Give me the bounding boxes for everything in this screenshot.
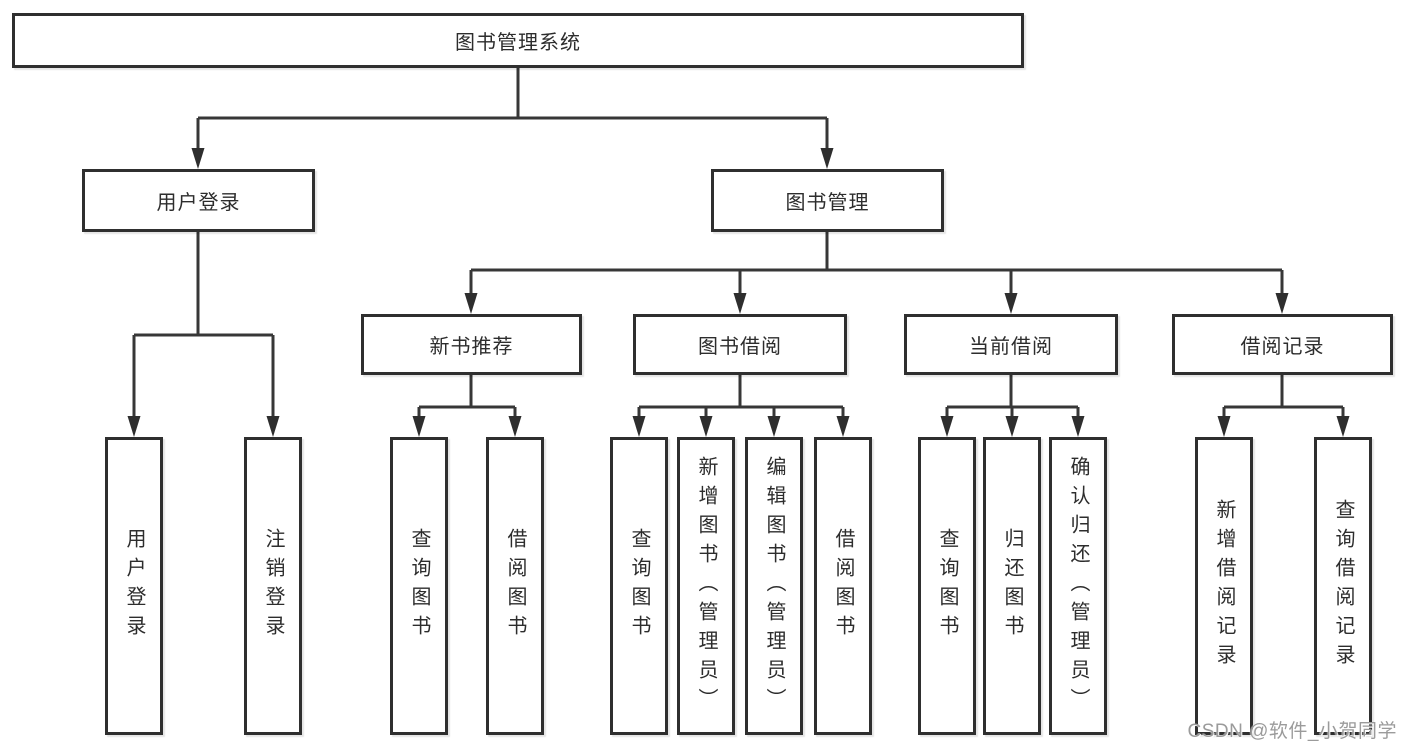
leaf-logout: 注销登录	[244, 437, 302, 735]
leaf-user-login-label: 用户登录	[123, 528, 145, 644]
leaf-query-books-borrow-label: 查询图书	[628, 528, 650, 644]
leaf-edit-books-admin-label: 编辑图书（管理员）	[763, 455, 785, 717]
leaf-return-books-label: 归还图书	[1001, 528, 1023, 644]
leaf-add-borrow-record: 新增借阅记录	[1195, 437, 1253, 735]
node-new-book-recommend: 新书推荐	[361, 314, 582, 375]
leaf-query-books-current: 查询图书	[918, 437, 976, 735]
node-book-borrow: 图书借阅	[633, 314, 847, 375]
leaf-borrow-books-recommend: 借阅图书	[486, 437, 544, 735]
node-new-book-recommend-label: 新书推荐	[429, 336, 514, 358]
leaf-borrow-books: 借阅图书	[814, 437, 872, 735]
leaf-query-books-recommend-label: 查询图书	[408, 528, 430, 644]
leaf-add-books-admin: 新增图书（管理员）	[677, 437, 735, 735]
leaf-query-borrow-record-label: 查询借阅记录	[1332, 499, 1354, 673]
leaf-logout-label: 注销登录	[262, 528, 284, 644]
csdn-watermark: CSDN @软件_小贺同学	[1187, 721, 1397, 742]
leaf-add-books-admin-label: 新增图书（管理员）	[695, 455, 717, 717]
leaf-query-books-recommend: 查询图书	[390, 437, 448, 735]
node-book-borrow-label: 图书借阅	[698, 336, 782, 358]
node-borrow-records: 借阅记录	[1172, 314, 1393, 375]
node-user-login-label: 用户登录	[156, 192, 241, 214]
leaf-user-login: 用户登录	[105, 437, 163, 735]
node-root-label: 图书管理系统	[455, 32, 581, 54]
leaf-borrow-books-recommend-label: 借阅图书	[504, 528, 526, 644]
node-current-borrow: 当前借阅	[904, 314, 1118, 375]
leaf-borrow-books-label: 借阅图书	[832, 528, 854, 644]
leaf-confirm-return-admin: 确认归还（管理员）	[1049, 437, 1107, 735]
leaf-return-books: 归还图书	[983, 437, 1041, 735]
node-user-login: 用户登录	[82, 169, 315, 232]
leaf-add-borrow-record-label: 新增借阅记录	[1213, 499, 1235, 673]
leaf-query-borrow-record: 查询借阅记录	[1314, 437, 1372, 735]
node-root-library-system: 图书管理系统	[12, 13, 1024, 68]
node-book-management-label: 图书管理	[785, 192, 870, 214]
leaf-edit-books-admin: 编辑图书（管理员）	[745, 437, 803, 735]
node-current-borrow-label: 当前借阅	[969, 336, 1053, 358]
node-book-management: 图书管理	[711, 169, 944, 232]
node-borrow-records-label: 借阅记录	[1240, 336, 1325, 358]
leaf-confirm-return-admin-label: 确认归还（管理员）	[1067, 455, 1089, 717]
leaf-query-books-borrow: 查询图书	[610, 437, 668, 735]
leaf-query-books-current-label: 查询图书	[936, 528, 958, 644]
